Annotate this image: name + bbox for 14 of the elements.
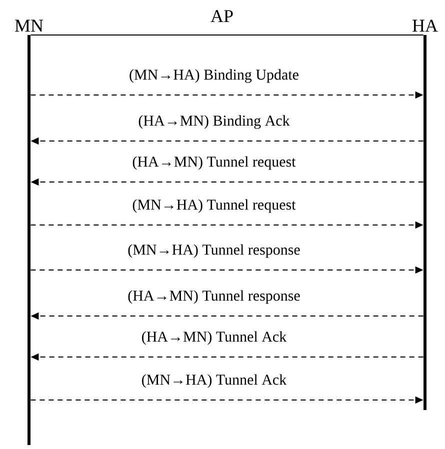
edge-label: (HA→MN) Tunnel Ack <box>142 331 287 345</box>
edge-label: (MN→HA) Binding Update <box>130 69 298 83</box>
node-label: HA <box>412 20 438 32</box>
edge-label: (HA→MN) Tunnel request <box>132 156 296 170</box>
lifeline-label: AP <box>210 10 233 22</box>
edge-label: (MN→HA) Tunnel response <box>128 244 300 258</box>
connector-line <box>30 34 424 36</box>
edge-label: (HA→MN) Binding Ack <box>138 115 290 129</box>
edge-label: (HA→MN) Tunnel response <box>128 290 300 304</box>
edge-label: (MN→HA) Tunnel request <box>132 199 296 213</box>
lifeline: MN <box>15 20 44 445</box>
edge-label: (MN→HA) Tunnel Ack <box>142 374 287 388</box>
lifeline: HA <box>412 20 438 410</box>
node-label: MN <box>15 20 44 32</box>
